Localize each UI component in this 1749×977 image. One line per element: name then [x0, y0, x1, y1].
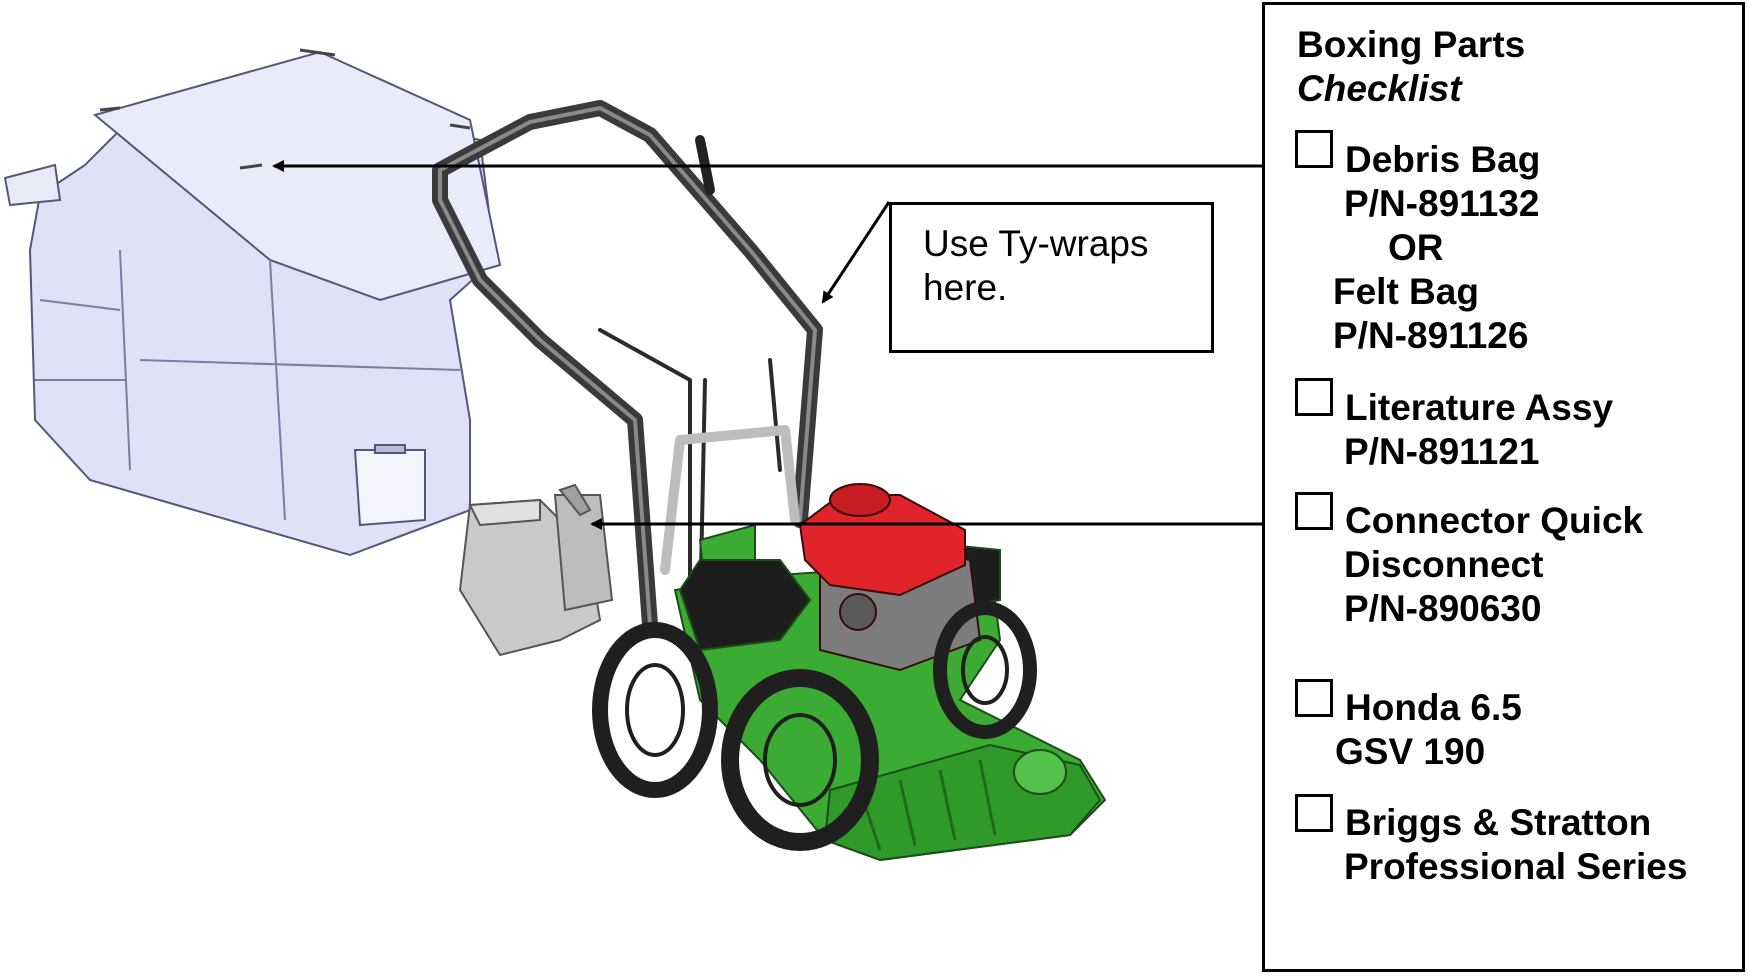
- checkbox[interactable]: [1295, 679, 1333, 717]
- checklist-title: Boxing Parts: [1297, 24, 1526, 65]
- item-line: P/N-891126: [1333, 315, 1529, 356]
- item-line: Debris Bag: [1345, 139, 1541, 180]
- item-line: Felt Bag: [1333, 271, 1479, 312]
- item-line: OR: [1388, 227, 1444, 268]
- vacuum-body: [673, 523, 1107, 862]
- item-line: P/N-891132: [1344, 183, 1540, 224]
- item-line: Briggs & Stratton: [1345, 802, 1652, 843]
- ty-wrap-callout-text: Use Ty-wraps here.: [923, 223, 1149, 308]
- item-line: Professional Series: [1344, 846, 1688, 887]
- checkbox[interactable]: [1295, 492, 1333, 530]
- item-line: Disconnect: [1344, 544, 1544, 585]
- boxing-parts-checklist: Boxing Parts Checklist Debris Bag P/N-89…: [1262, 2, 1745, 972]
- item-line: P/N-890630: [1344, 588, 1542, 629]
- item-line: Connector Quick: [1345, 500, 1644, 541]
- wheels: [592, 601, 1037, 851]
- checkbox[interactable]: [1295, 378, 1333, 416]
- item-line: GSV 190: [1335, 731, 1486, 772]
- checkbox[interactable]: [1295, 130, 1333, 168]
- engine: [798, 483, 982, 672]
- checkbox[interactable]: [1295, 794, 1333, 832]
- item-line: Honda 6.5: [1345, 687, 1522, 728]
- item-line: P/N-891121: [1344, 431, 1540, 472]
- item-line: Literature Assy: [1345, 387, 1614, 428]
- connector-quick-disconnect: [458, 483, 614, 657]
- ty-wrap-arrow: [821, 201, 891, 304]
- checklist-subtitle: Checklist: [1297, 68, 1462, 109]
- debris-bag: [3, 48, 502, 557]
- ty-wrap-callout-box: Use Ty-wraps here.: [889, 202, 1214, 353]
